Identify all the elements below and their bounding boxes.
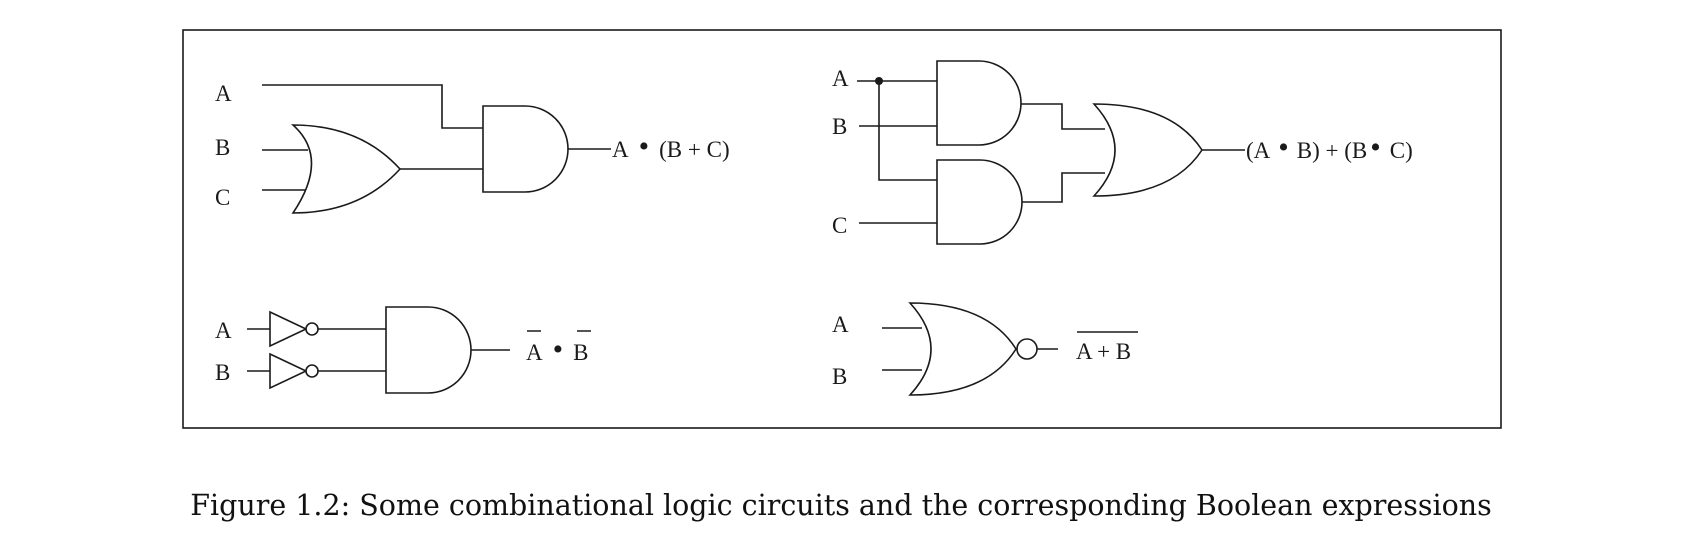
c2-out-part3: C) <box>1390 138 1413 163</box>
c1-and-gate <box>482 105 569 193</box>
c1-output-expression: A • (B + C) <box>612 130 730 163</box>
c2-out-dot2: • <box>1370 131 1381 164</box>
figure-frame <box>182 29 1502 429</box>
circuit-1: A B C A • (B + C) <box>215 81 730 214</box>
c4-nor-bubble <box>1016 338 1038 360</box>
c3-input-b-label: B <box>215 360 230 385</box>
c2-wire-and1-to-or <box>1021 103 1105 130</box>
c1-wire-a <box>262 84 483 129</box>
c3-not-bubble-a <box>305 322 319 336</box>
c2-out-part1: (A <box>1246 138 1271 163</box>
c1-out-bc: (B + C) <box>659 137 729 162</box>
c1-input-b-label: B <box>215 135 230 160</box>
c2-input-b-label: B <box>832 114 847 139</box>
c2-or-gate <box>1092 103 1203 197</box>
c2-and-gate-top <box>936 60 1022 146</box>
c1-out-a: A <box>612 137 629 162</box>
c4-input-b-label: B <box>832 364 847 389</box>
c1-out-dot: • <box>639 130 650 163</box>
c4-nor-gate <box>908 302 1017 396</box>
c3-output-expression: A • B <box>526 333 588 366</box>
c3-not-gate-a <box>269 310 308 348</box>
c1-or-gate <box>290 124 402 214</box>
c3-not-gate-b <box>269 352 308 390</box>
circuit-4: A B A + B <box>832 302 1138 396</box>
circuit-2: A B C (A•B) + (B•C) <box>832 60 1413 245</box>
c2-out-dot1: • <box>1278 131 1289 164</box>
c3-out-dot: • <box>553 333 564 366</box>
c1-input-a-label: A <box>215 81 232 106</box>
circuit-3: A B A • B <box>215 306 591 394</box>
c4-output-expression: A + B <box>1076 339 1131 364</box>
c2-out-part2: B) + (B <box>1297 138 1367 163</box>
c1-input-c-label: C <box>215 185 230 210</box>
c2-wire-a-branch <box>878 81 937 181</box>
c3-input-a-label: A <box>215 318 232 343</box>
c3-out-b: B <box>573 340 588 365</box>
c2-and-gate-bottom <box>936 159 1023 245</box>
c2-wire-and2-to-or <box>1022 172 1105 203</box>
figure-caption: Figure 1.2: Some combinational logic cir… <box>190 489 1492 522</box>
c2-input-a-label: A <box>832 66 849 91</box>
c2-input-c-label: C <box>832 213 847 238</box>
c3-not-bubble-b <box>305 364 319 378</box>
c2-output-expression: (A•B) + (B•C) <box>1246 131 1413 164</box>
c3-out-a: A <box>526 340 543 365</box>
c4-input-a-label: A <box>832 312 849 337</box>
c3-and-gate <box>385 306 472 394</box>
